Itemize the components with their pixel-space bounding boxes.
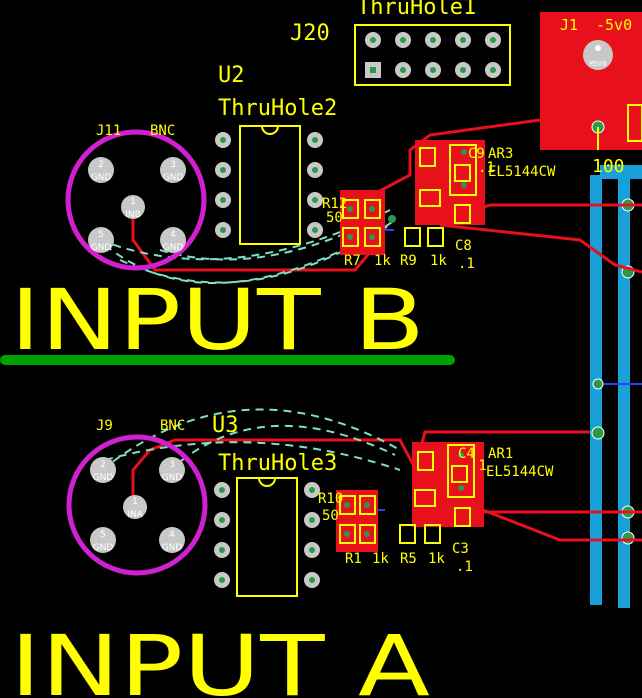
u3-label: U3 <box>212 413 239 438</box>
j11-pin3: 3 <box>170 160 176 170</box>
j11-pin5: 5 <box>98 230 104 240</box>
r1-value: 1k <box>372 551 389 567</box>
c4-value: .1 <box>470 458 487 474</box>
j9-pin4-net: GND <box>162 543 183 553</box>
j1-label: J1 <box>560 16 578 34</box>
r7-label: R7 <box>344 253 361 269</box>
r9-label: R9 <box>400 253 417 269</box>
r5-label: R5 <box>400 551 417 567</box>
input-a-title: INPUT A <box>10 617 430 698</box>
j20-header[interactable]: J20 ThruHole1 <box>290 0 511 86</box>
thruhole3-label: ThruHole3 <box>218 451 337 476</box>
r10-value: 50 <box>322 508 339 524</box>
j9-bnc-label: BNC <box>160 418 185 434</box>
j9-bnc-connector[interactable]: 2 GND 3 GND 5 GND 4 GND 1 INA J9 BNC <box>66 418 208 576</box>
j11-bnc-connector[interactable]: 2 GND 3 GND 5 GND 4 GND 1 INB J11 BNC <box>65 123 207 271</box>
j11-pin2-net: GND <box>91 173 112 183</box>
j11-pin1-net: INB <box>125 210 141 220</box>
j11-pin4-net: GND <box>163 243 184 253</box>
r10-label: R10 <box>318 491 343 507</box>
j11-label: J11 <box>96 123 121 139</box>
c9-label: C9 <box>468 146 485 162</box>
input-a-smd-components[interactable]: R10 50 R1 1k R5 1k C4 .1 C3 .1 AR1 EL514… <box>318 442 554 575</box>
r9-value: 1k <box>430 253 447 269</box>
r1-label: R1 <box>345 551 362 567</box>
thruhole2-label: ThruHole2 <box>218 96 337 121</box>
thruhole1-label: ThruHole1 <box>357 0 476 20</box>
j1-connector[interactable]: J1 -5v0 M5V0 <box>540 12 642 150</box>
ground-trace <box>0 355 455 365</box>
j9-pin3-net: GND <box>162 473 183 483</box>
r12-label: R12 <box>322 196 347 212</box>
r5-value: 1k <box>428 551 445 567</box>
j1-net-label: -5v0 <box>596 16 632 34</box>
u2-label: U2 <box>218 63 245 88</box>
c8-label: C8 <box>455 238 472 254</box>
r12-value: 50 <box>326 210 343 226</box>
j11-pin2: 2 <box>98 160 104 170</box>
c8-value: .1 <box>458 256 475 272</box>
r7-value: 1k <box>374 253 391 269</box>
j9-pin3: 3 <box>169 460 175 470</box>
u3-dip-package[interactable]: U3 ThruHole3 <box>212 413 337 597</box>
j9-pin5: 5 <box>100 530 106 540</box>
m5v0-label: M5V0 <box>590 60 607 68</box>
input-b-smd-components[interactable]: R12 50 R7 1k R9 1k C9 .1 C8 .1 AR3 EL514… <box>322 140 556 272</box>
c3-label: C3 <box>452 541 469 557</box>
j9-pin1-net: INA <box>127 510 143 520</box>
c3-value: .1 <box>456 559 473 575</box>
input-b-title: INPUT B <box>10 271 425 369</box>
j9-pin1: 1 <box>132 497 138 507</box>
ar3-label: AR3 <box>488 146 513 162</box>
blue-bus-traces <box>590 165 642 608</box>
j9-pin4: 4 <box>169 530 175 540</box>
j11-pin1: 1 <box>130 197 136 207</box>
edge-text: 100 <box>592 156 625 177</box>
j11-pin4: 4 <box>170 230 176 240</box>
u2-dip-package[interactable]: U2 ThruHole2 <box>215 63 337 245</box>
j9-pin5-net: GND <box>93 543 114 553</box>
j9-label: J9 <box>96 418 113 434</box>
j9-pin2: 2 <box>100 460 106 470</box>
el-b-label: EL5144CW <box>488 164 556 180</box>
j11-bnc-label: BNC <box>150 123 175 139</box>
j20-label: J20 <box>290 21 330 46</box>
j11-pin3-net: GND <box>163 173 184 183</box>
c9-value: .1 <box>478 160 495 176</box>
c4-label: C4 <box>458 446 475 462</box>
j9-pin2-net: GND <box>93 473 114 483</box>
j11-pin5-net: GND <box>91 243 112 253</box>
el-a-label: EL5144CW <box>486 464 554 480</box>
ar1-label: AR1 <box>488 446 513 462</box>
